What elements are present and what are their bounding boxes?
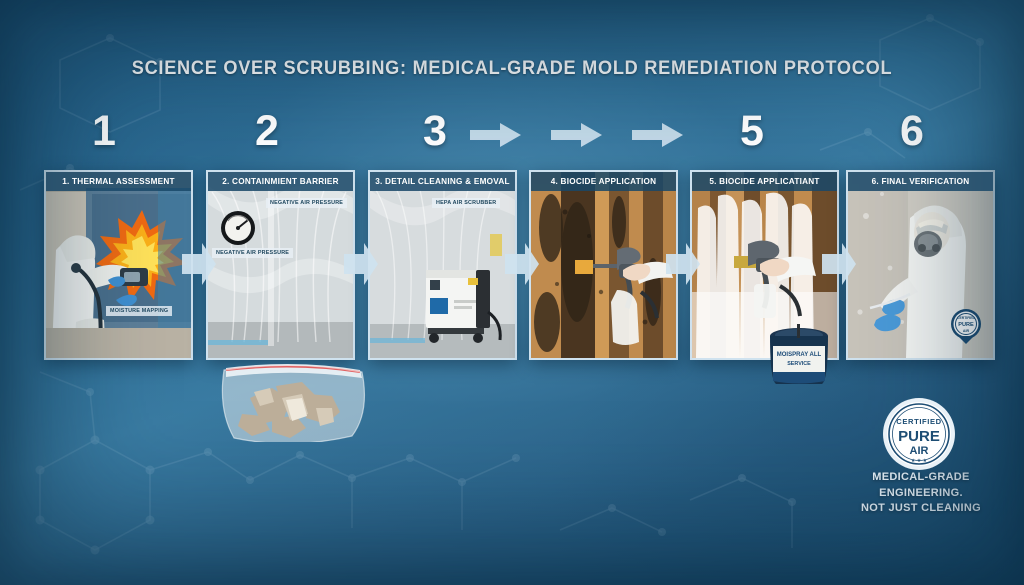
tagline-line-2: ENGINEERING. xyxy=(879,486,963,499)
hepa-air-scrubber-photo xyxy=(370,172,515,358)
step-1-tag-moisture-mapping: MOISTURE MAPPING xyxy=(106,306,173,316)
tagline-line-3: NOT JUST CLEANING xyxy=(861,502,981,514)
flow-arrow-1-icon xyxy=(470,123,521,147)
step-card-6[interactable]: CERTIFIED PURE AIR 6. FINAL VERIFICATION xyxy=(846,170,995,360)
svg-text:SERVICE: SERVICE xyxy=(787,361,811,367)
seal-stars: ★ ★ ★ xyxy=(911,458,928,464)
step-3-tag-hepa-scrubber: HEPA AIR SCRUBBER xyxy=(432,198,501,208)
seal-line-pure: PURE xyxy=(898,428,940,445)
step-card-6-label: 6. FINAL VERIFICATION xyxy=(848,172,993,191)
step-card-5[interactable]: 5. BIOCIDE APPLICATIANT xyxy=(690,170,839,360)
connector-arrow-1-icon xyxy=(182,243,216,285)
svg-text:MOISPRAY ALL: MOISPRAY ALL xyxy=(777,352,822,358)
connector-arrow-2-icon xyxy=(344,243,378,285)
svg-text:PURE: PURE xyxy=(958,322,974,328)
final-verification-photo: CERTIFIED PURE AIR xyxy=(848,172,993,358)
thermal-assessment-photo xyxy=(46,172,191,358)
step-card-4[interactable]: 4. BIOCIDE APPLICATION xyxy=(529,170,678,360)
tagline-line-1: MEDICAL-GRADE xyxy=(872,471,970,483)
step-number-3: 3 xyxy=(423,107,447,155)
flow-arrow-2-icon xyxy=(551,123,602,147)
step-cards-row: MOISTURE MAPPING 1. THERMAL ASSESSMENT xyxy=(0,170,1024,366)
page-title: SCIENCE OVER SCRUBBING: MEDICAL-GRADE MO… xyxy=(131,57,893,79)
biocide-application-photo xyxy=(531,172,676,358)
step-2-tag-negative-air-upper: NEGATIVE AIR PRESSURE xyxy=(266,198,348,208)
certified-pure-air-seal: CERTIFIED PURE AIR ★ ★ ★ xyxy=(883,398,955,470)
step-number-2: 2 xyxy=(255,107,279,155)
tagline: MEDICAL-GRADE ENGINEERING. NOT JUST CLEA… xyxy=(846,470,996,517)
step-card-2-label: 2. CONTAINMIENT BARRIER xyxy=(208,172,353,191)
step-number-1: 1 xyxy=(92,107,116,155)
flow-arrow-3-icon xyxy=(632,123,683,147)
step-card-3-label: 3. DETAIL CLEANING & EMOVAL xyxy=(370,172,515,191)
encapsulation-spray-photo xyxy=(692,172,837,358)
debris-sample-bag xyxy=(221,363,366,442)
step-2-tag-negative-air-lower: NEGATIVE AIR PRESSURE xyxy=(212,248,294,258)
connector-arrow-5-icon xyxy=(822,243,856,285)
step-card-2[interactable]: NEGATIVE AIR PRESSURE NEGATIVE AIR PRESS… xyxy=(206,170,355,360)
step-card-1[interactable]: MOISTURE MAPPING 1. THERMAL ASSESSMENT xyxy=(44,170,193,360)
step-card-4-label: 4. BIOCIDE APPLICATION xyxy=(531,172,676,191)
step-card-3[interactable]: HEPA AIR SCRUBBER 3. DETAIL CLEANING & E… xyxy=(368,170,517,360)
step-number-5: 5 xyxy=(740,107,764,155)
seal-line-air: AIR xyxy=(910,445,929,457)
seal-line-certified: CERTIFIED xyxy=(896,417,941,426)
step-number-row: 1 2 3 5 6 xyxy=(0,108,1024,160)
svg-text:CERTIFIED: CERTIFIED xyxy=(957,316,975,320)
step-card-1-label: 1. THERMAL ASSESSMENT xyxy=(46,172,191,191)
step-number-6: 6 xyxy=(900,107,924,155)
connector-arrow-3-icon xyxy=(505,243,539,285)
step-card-5-label: 5. BIOCIDE APPLICATIANT xyxy=(692,172,837,191)
encapsulant-bucket: MOISPRAY ALL SERVICE xyxy=(770,324,828,384)
svg-text:AIR: AIR xyxy=(963,329,970,333)
connector-arrow-4-icon xyxy=(666,243,700,285)
